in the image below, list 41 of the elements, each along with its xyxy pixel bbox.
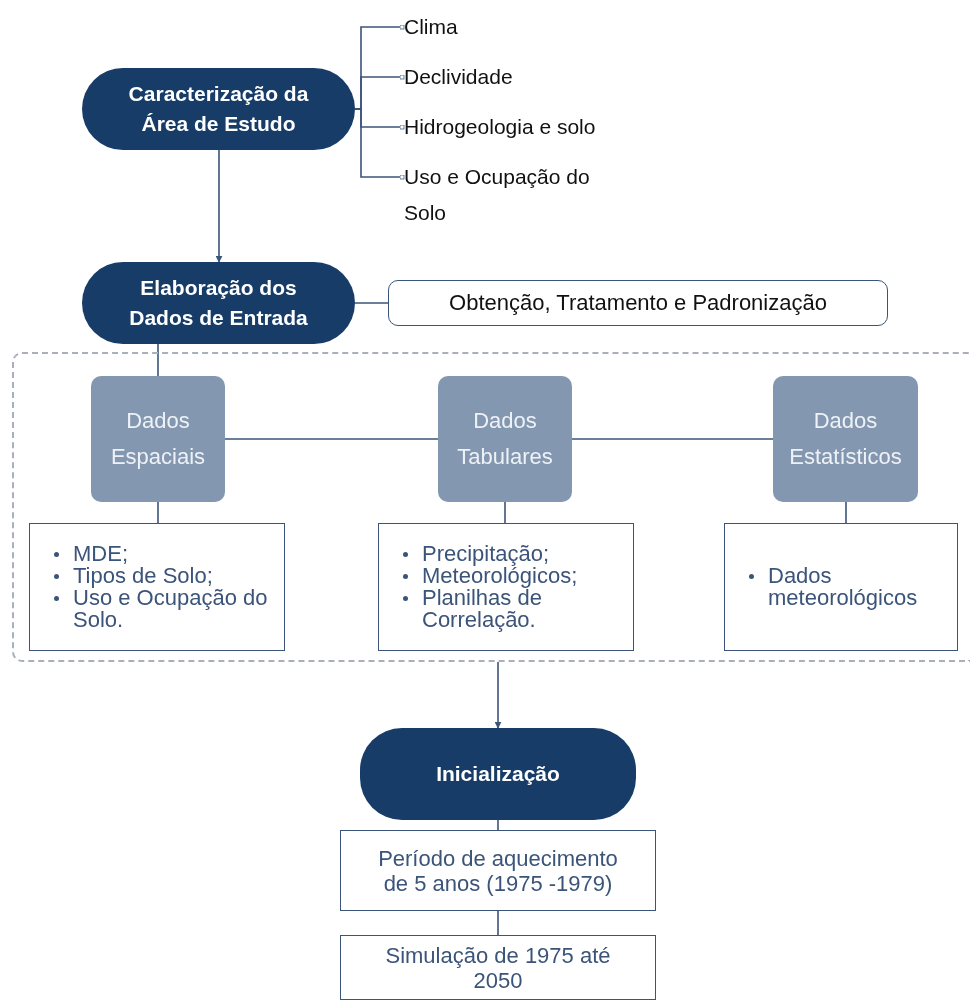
arrow xyxy=(215,149,223,263)
dashed-group-box xyxy=(12,352,970,662)
node-label: Dados Estatísticos xyxy=(788,407,903,471)
branch-label: Clima xyxy=(404,9,524,45)
node-label: Simulação de 1975 até 2050 xyxy=(384,942,612,993)
branch-label: Uso e Ocupação do Solo xyxy=(404,159,626,231)
connector-line xyxy=(504,501,506,524)
list-box xyxy=(378,523,634,651)
list-item: Meteorológicos; xyxy=(422,565,578,587)
arrow xyxy=(494,661,502,729)
node-label: Inicialização xyxy=(436,761,560,787)
connector-line xyxy=(157,501,159,524)
list-box xyxy=(724,523,958,651)
node-label: Caracterização da Área de Estudo xyxy=(127,81,310,137)
connector-line xyxy=(845,501,847,524)
text-box xyxy=(340,935,656,1000)
branch-label: Declividade xyxy=(404,59,564,95)
category-box xyxy=(438,376,572,502)
text-box xyxy=(340,830,656,911)
connector-line xyxy=(157,343,159,377)
list-item: Tipos de Solo; xyxy=(73,565,213,587)
node-label: Período de aquecimento de 5 anos (1975 -1979) xyxy=(377,845,619,896)
node-label: Obtenção, Tratamento e Padronização xyxy=(449,290,827,316)
list-item: Uso e Ocupação do Solo. xyxy=(73,587,269,631)
rounded-box xyxy=(388,280,888,326)
connector-line xyxy=(224,438,439,440)
connector-line xyxy=(571,438,774,440)
node-label: Dados Espaciais xyxy=(109,407,207,471)
connector-line xyxy=(354,302,389,304)
list-box xyxy=(29,523,285,651)
list-item: Dados meteorológicos xyxy=(768,565,919,609)
list-item: MDE; xyxy=(73,543,128,565)
category-box xyxy=(91,376,225,502)
connector-line xyxy=(497,910,499,936)
connector-line xyxy=(497,819,499,831)
node-label: Elaboração dos Dados de Entrada xyxy=(128,275,309,331)
list-item: Precipitação; xyxy=(422,543,550,565)
node-label: Dados Tabulares xyxy=(456,407,554,471)
list-item: Planilhas de Correlação. xyxy=(422,587,542,631)
category-box xyxy=(773,376,918,502)
branch-label: Hidrogeologia e solo xyxy=(404,109,664,145)
